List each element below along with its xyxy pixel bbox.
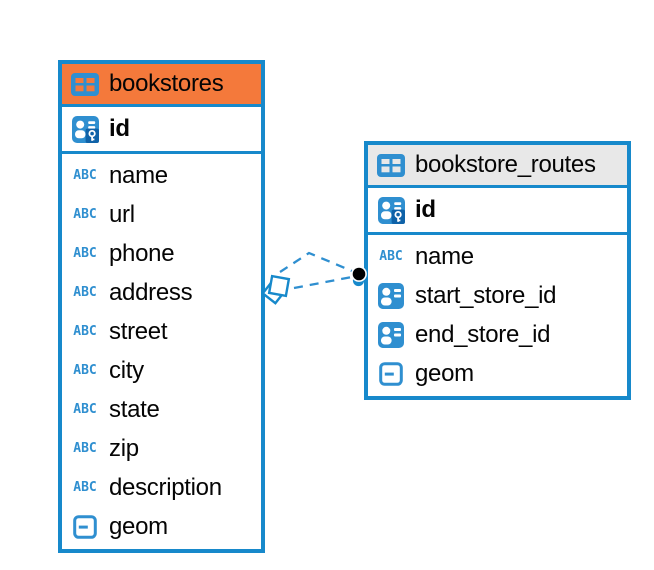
column-name: geom xyxy=(415,359,474,387)
column-name: city xyxy=(109,356,144,384)
column-row-name[interactable]: ABC name xyxy=(368,237,627,276)
reference-type-icon xyxy=(376,322,406,348)
text-type-icon: ABC xyxy=(73,285,97,300)
column-name: phone xyxy=(109,239,175,267)
column-name: zip xyxy=(109,434,139,462)
pk-column-name: id xyxy=(109,115,130,142)
person-key-icon xyxy=(70,116,100,143)
column-name: street xyxy=(109,317,168,345)
column-name: description xyxy=(109,473,222,501)
text-type-icon: ABC xyxy=(73,363,97,378)
column-row-state[interactable]: ABC state xyxy=(62,390,261,429)
diamond-endpoint-marker xyxy=(261,274,291,305)
table-icon xyxy=(376,154,406,177)
column-list: ABC name start_store_id end_store_id geo… xyxy=(368,235,627,396)
column-row-geom[interactable]: geom xyxy=(62,507,261,546)
relationship-line-1 xyxy=(279,251,353,273)
column-name: geom xyxy=(109,512,168,540)
column-row-phone[interactable]: ABC phone xyxy=(62,234,261,273)
table-icon xyxy=(70,73,100,96)
table-title: bookstores xyxy=(109,70,224,97)
text-type-icon: ABC xyxy=(379,249,403,264)
column-row-start-store-id[interactable]: start_store_id xyxy=(368,276,627,315)
column-name: state xyxy=(109,395,160,423)
column-name: start_store_id xyxy=(415,281,557,309)
column-row-name[interactable]: ABC name xyxy=(62,156,261,195)
column-name: address xyxy=(109,278,193,306)
table-title: bookstore_routes xyxy=(415,151,596,178)
person-key-icon xyxy=(376,197,406,224)
text-type-icon: ABC xyxy=(73,402,97,417)
column-row-end-store-id[interactable]: end_store_id xyxy=(368,315,627,354)
pk-column-name: id xyxy=(415,196,436,223)
pk-row-id[interactable]: id xyxy=(368,188,627,235)
geometry-type-icon xyxy=(70,515,100,539)
text-type-icon: ABC xyxy=(73,480,97,495)
text-type-icon: ABC xyxy=(73,324,97,339)
column-row-geom[interactable]: geom xyxy=(368,354,627,393)
column-row-street[interactable]: ABC street xyxy=(62,312,261,351)
table-bookstores[interactable]: bookstores id ABC name ABC url ABC phone… xyxy=(58,60,265,553)
text-type-icon: ABC xyxy=(73,441,97,456)
table-header-bookstores[interactable]: bookstores xyxy=(62,64,261,107)
pk-row-id[interactable]: id xyxy=(62,107,261,154)
column-row-url[interactable]: ABC url xyxy=(62,195,261,234)
column-row-zip[interactable]: ABC zip xyxy=(62,429,261,468)
relationship-line-2 xyxy=(293,275,353,290)
column-name: name xyxy=(415,242,474,270)
text-type-icon: ABC xyxy=(73,246,97,261)
column-list: ABC name ABC url ABC phone ABC address A… xyxy=(62,154,261,549)
column-name: name xyxy=(109,161,168,189)
text-type-icon: ABC xyxy=(73,168,97,183)
column-name: url xyxy=(109,200,135,228)
text-type-icon: ABC xyxy=(73,207,97,222)
column-row-description[interactable]: ABC description xyxy=(62,468,261,507)
column-row-city[interactable]: ABC city xyxy=(62,351,261,390)
table-bookstore-routes[interactable]: bookstore_routes id ABC name start_store… xyxy=(364,141,631,400)
column-row-address[interactable]: ABC address xyxy=(62,273,261,312)
reference-type-icon xyxy=(376,283,406,309)
table-header-bookstore-routes[interactable]: bookstore_routes xyxy=(368,145,627,188)
column-name: end_store_id xyxy=(415,320,551,348)
geometry-type-icon xyxy=(376,362,406,386)
